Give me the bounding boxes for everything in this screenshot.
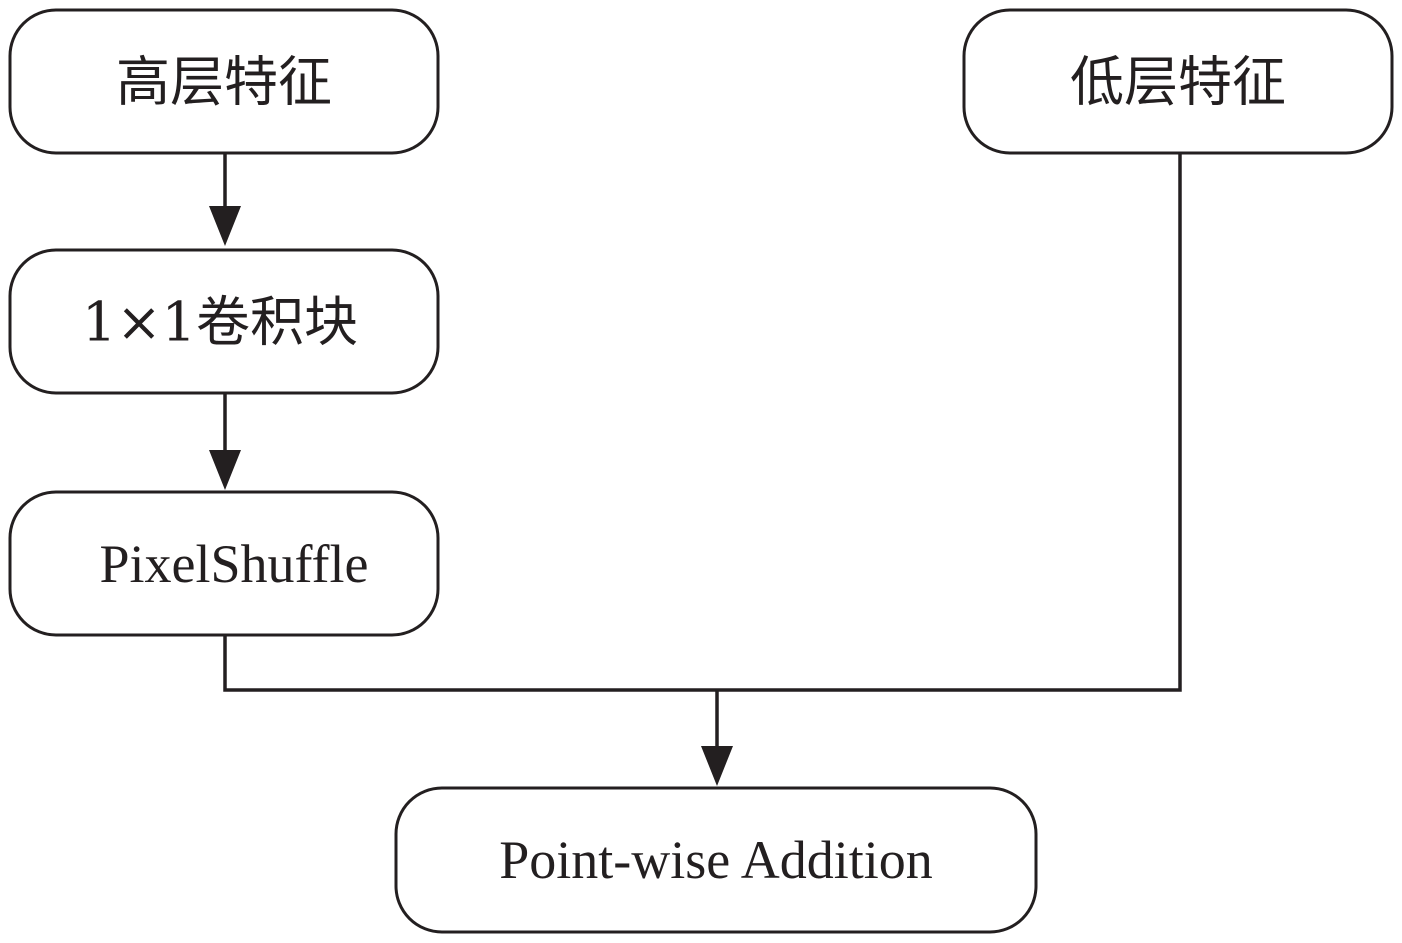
node-conv-block: 1×1卷积块	[8, 248, 440, 395]
arrowhead-merge-to-addition	[701, 746, 733, 786]
node-high-level-label: 高层特征	[116, 51, 332, 114]
arrowhead-high-to-conv	[209, 206, 241, 246]
edge-shuffle-to-merge	[223, 636, 717, 692]
node-pixel-shuffle: PixelShuffle	[8, 490, 440, 637]
node-high-level-box	[8, 8, 440, 155]
node-low-level-features: 低层特征	[962, 8, 1394, 155]
node-high-level-features: 高层特征	[8, 8, 440, 155]
arrowhead-conv-to-shuffle	[209, 450, 241, 490]
node-low-level-label: 低层特征	[1070, 51, 1286, 114]
node-pixel-shuffle-box	[8, 490, 440, 637]
node-pixel-shuffle-label: PixelShuffle	[100, 534, 369, 594]
node-conv-block-box	[8, 248, 440, 395]
node-conv-block-label: 1×1卷积块	[82, 291, 358, 354]
edges	[209, 153, 1182, 786]
node-addition-label: Point-wise Addition	[499, 830, 933, 890]
edge-low-to-merge	[717, 153, 1182, 692]
node-low-level-box	[962, 8, 1394, 155]
node-addition-box	[394, 786, 1038, 934]
node-point-wise-addition: Point-wise Addition	[394, 786, 1038, 934]
